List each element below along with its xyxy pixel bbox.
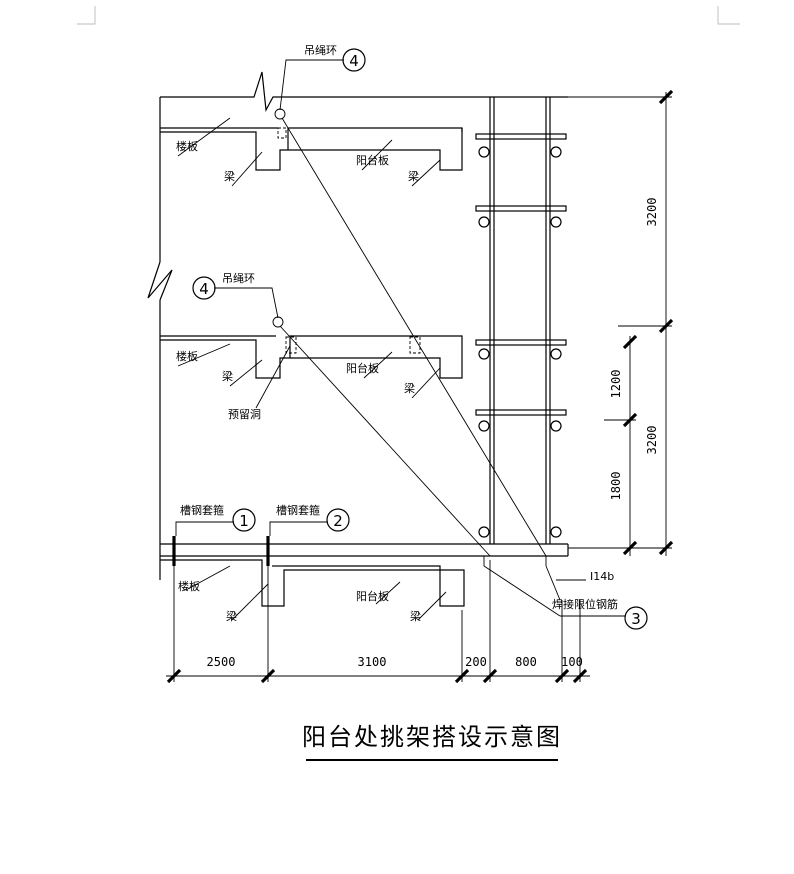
- callout-3: 3: [631, 610, 641, 628]
- callout-2: 2: [333, 512, 343, 530]
- label-balcony-slab-upper: 阳台板: [356, 153, 389, 167]
- callout-4-middle: 4: [199, 280, 209, 298]
- label-beam-upper: 梁: [224, 169, 235, 183]
- label-balcony-slab-middle: 阳台板: [346, 361, 379, 375]
- drawing-title: 阳台处挑架搭设示意图: [302, 723, 562, 751]
- dim-3100: 3100: [358, 655, 387, 669]
- scaffold-standards: [489, 97, 551, 544]
- label-reserved-hole: 预留洞: [228, 408, 261, 421]
- horizontal-dimensions: 2500 3100 200 800 100: [166, 560, 590, 684]
- callout-circles: 1 2 3 4 4: [192, 48, 648, 630]
- dim-2500: 2500: [207, 655, 236, 669]
- label-floor-slab-bottom: 楼板: [178, 579, 200, 593]
- vertical-dimensions: 3200 3200 1200 1800: [568, 89, 674, 556]
- bottom-floor-slab: [160, 543, 569, 607]
- dim-1200: 1200: [609, 370, 623, 399]
- upper-floor-slab: [160, 127, 463, 171]
- dim-800: 800: [515, 655, 537, 669]
- dim-200: 200: [465, 655, 487, 669]
- building-wall: [147, 71, 568, 580]
- label-limit-bar: 焊接限位钢筋: [552, 597, 618, 611]
- dim-1800: 1800: [609, 472, 623, 501]
- middle-floor-slab: [160, 335, 463, 379]
- dim-3200-lower: 3200: [645, 426, 659, 455]
- label-floor-slab-upper: 楼板: [176, 139, 198, 153]
- label-balcony-slab-bottom: 阳台板: [356, 589, 389, 603]
- label-lifting-ring-top: 吊绳环: [304, 43, 337, 57]
- callout-1: 1: [239, 512, 249, 530]
- label-lifting-ring-middle: 吊绳环: [222, 271, 255, 285]
- label-beam-middle: 梁: [222, 369, 233, 383]
- label-beam-bottom: 梁: [226, 609, 237, 623]
- label-channel-sleeve-1: 槽钢套箍: [180, 503, 224, 517]
- callout-4-top: 4: [349, 52, 359, 70]
- dim-100: 100: [561, 655, 583, 669]
- dim-3200-upper: 3200: [645, 198, 659, 227]
- label-beam-bottom-balcony: 梁: [410, 609, 421, 623]
- label-channel-sleeve-2: 槽钢套箍: [276, 503, 320, 517]
- page-corner-marks: [77, 6, 740, 25]
- label-steel-section: I14b: [590, 570, 614, 583]
- label-beam-middle-balcony: 梁: [404, 381, 415, 395]
- label-beam-upper-balcony: 梁: [408, 169, 419, 183]
- label-floor-slab-middle: 楼板: [176, 349, 198, 363]
- component-labels: 楼板 梁 阳台板 梁 楼板 梁 阳台板 梁 预留洞 楼板 梁 阳台板 梁 吊绳环…: [176, 43, 618, 623]
- leader-lines: [175, 59, 626, 621]
- limit-bars: [483, 556, 561, 617]
- scaffold-ledgers: [475, 133, 567, 538]
